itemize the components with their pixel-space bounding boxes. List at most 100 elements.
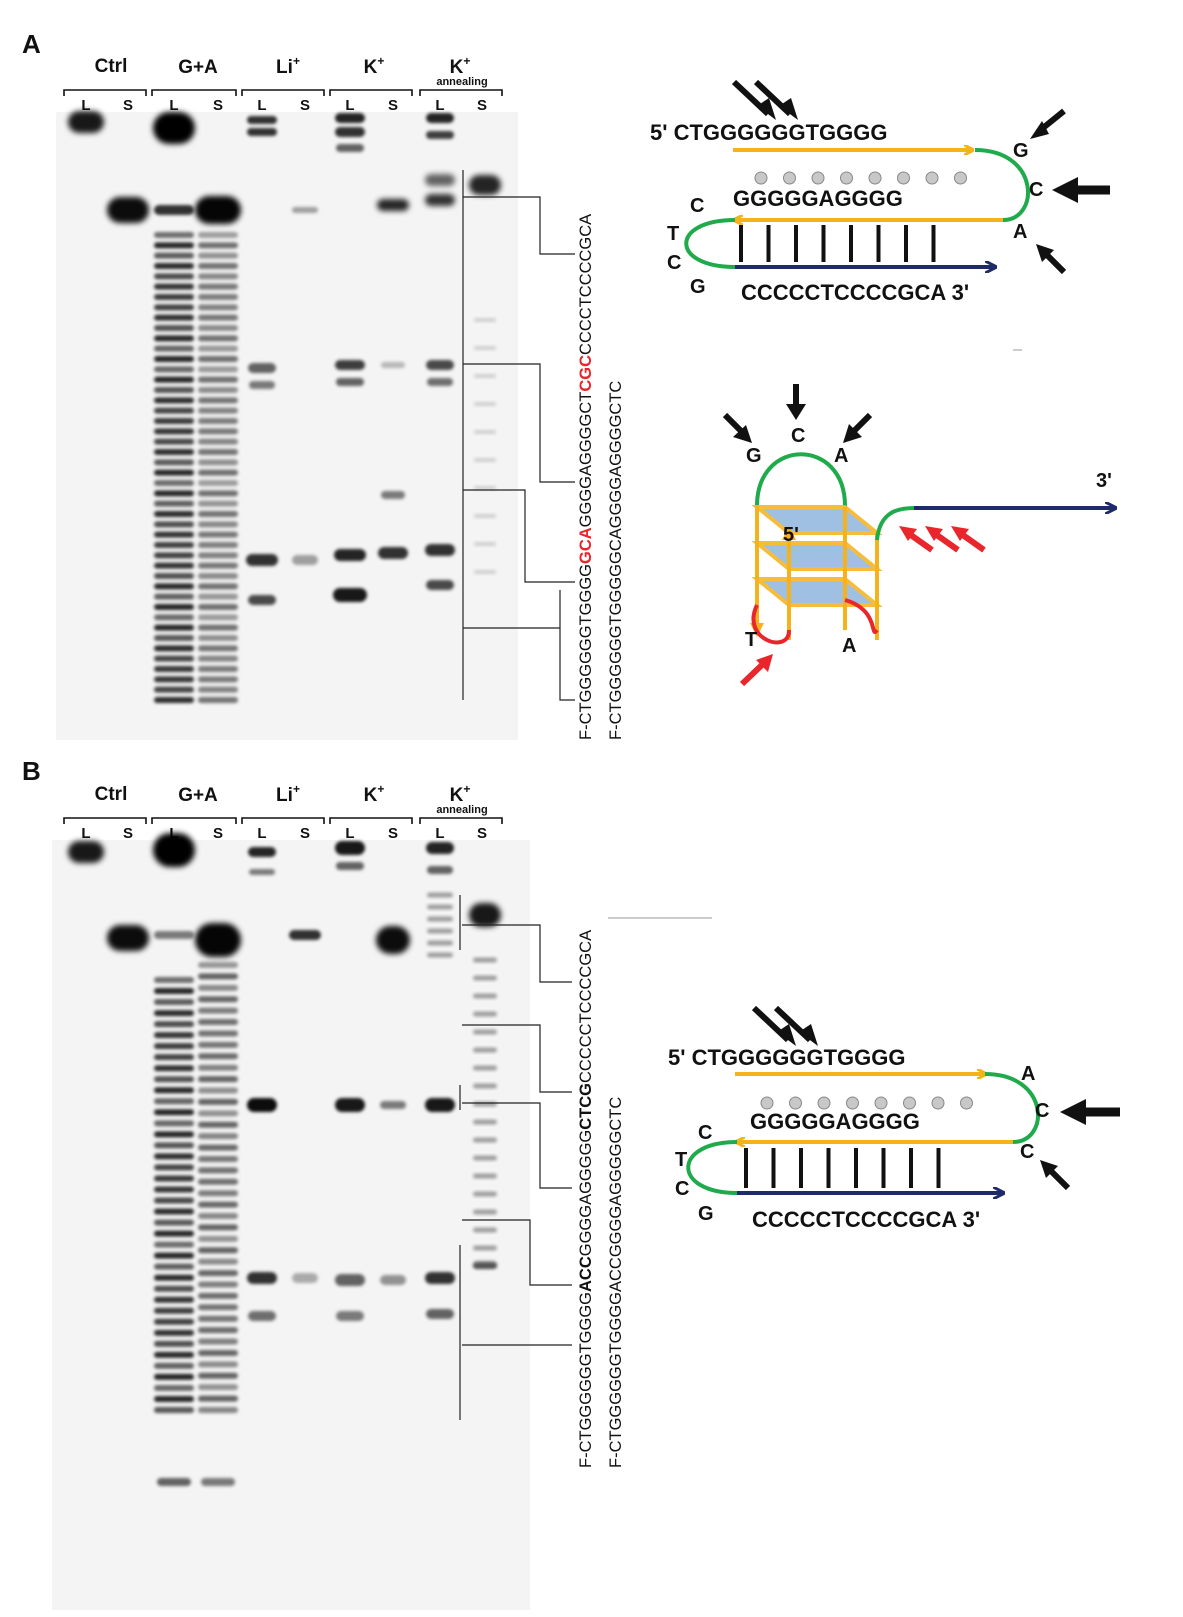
gel-band [154, 1175, 194, 1182]
gel-band [154, 205, 194, 215]
gel-band [335, 1274, 365, 1286]
gel-band [198, 645, 238, 652]
gel-band [154, 428, 194, 435]
gel-band [154, 697, 194, 703]
gel-band [154, 531, 194, 538]
gel-band [154, 1307, 194, 1314]
gel-band [334, 549, 366, 561]
gel-band [198, 996, 238, 1003]
gel-band [154, 1395, 194, 1402]
loop-base: C [698, 1122, 712, 1144]
left-loop [684, 218, 736, 269]
gel-band [198, 635, 238, 641]
gel-band [246, 554, 278, 566]
cleavage-arrow-icon [779, 98, 798, 120]
gel-band [198, 1190, 238, 1197]
gel-band [154, 645, 194, 652]
gel-band [198, 335, 238, 342]
lane-letter: L [257, 825, 266, 842]
gel-band [427, 916, 453, 922]
gel-band [154, 232, 194, 238]
red-arrow-icon [899, 526, 917, 541]
gel-band [336, 378, 364, 386]
gel-band [335, 841, 365, 855]
loop-base: G [1013, 140, 1029, 162]
group-label-k: K+ [364, 54, 385, 78]
gel-band [378, 547, 408, 559]
gel-band [198, 1144, 238, 1151]
gel-band [198, 593, 238, 600]
gel-band [474, 570, 496, 574]
loop-base: T [667, 223, 679, 245]
tetrad-plane [751, 505, 883, 535]
gel-band [154, 490, 194, 497]
gel-band [427, 866, 453, 874]
gel-band [154, 1208, 194, 1215]
cleavage-arrow-icon [786, 404, 806, 420]
gel-band [154, 624, 194, 631]
gel-band [474, 486, 496, 490]
gel-band [154, 1197, 194, 1204]
gel-band [426, 842, 454, 854]
gel-band [425, 544, 455, 556]
gel-band [198, 1201, 238, 1208]
gel-band [469, 903, 501, 927]
lane-letter: L [169, 97, 178, 114]
gel-band [154, 1263, 194, 1270]
gel-band [198, 500, 238, 507]
gel-band [198, 314, 238, 321]
gel-band [154, 304, 194, 311]
gel-band [198, 1121, 238, 1128]
gel-band [154, 1109, 194, 1116]
gel-band [154, 1329, 194, 1336]
gel-band [198, 655, 238, 662]
gel-band [336, 1311, 364, 1321]
gel-band [473, 1261, 497, 1269]
lane-letter: S [123, 97, 133, 114]
gel-band [292, 207, 318, 213]
cleavage-arrow-icon [757, 98, 776, 120]
hoogsteen-dots [760, 1096, 973, 1110]
gel-band [154, 686, 194, 693]
right-loop [984, 1072, 1040, 1144]
gel-band [154, 1076, 194, 1083]
gel-band [154, 387, 194, 393]
gel-band [247, 116, 277, 124]
gel-band [154, 1065, 194, 1072]
gel-band [474, 402, 496, 406]
loop-base: A [1021, 1063, 1035, 1085]
gel-band [154, 1043, 194, 1050]
gel-band [154, 252, 194, 259]
gel-band [154, 1131, 194, 1138]
gel-band [198, 469, 238, 476]
gel-band [198, 438, 238, 445]
gel-band [154, 1032, 194, 1039]
gel-band [381, 362, 405, 368]
gel-band [154, 676, 194, 683]
gel-band [154, 469, 194, 476]
lane-letter: S [300, 825, 310, 842]
cleavage-arrow-icon [843, 424, 862, 443]
gel-band [198, 480, 238, 486]
gel-band [198, 1155, 238, 1162]
gel-band [473, 957, 497, 963]
gel-band [377, 199, 409, 211]
gel-band [154, 552, 194, 559]
gel-band [154, 562, 194, 569]
gel-band [198, 1315, 238, 1322]
cleavage-arrow-icon [1030, 121, 1049, 139]
gel-band [248, 363, 276, 373]
loop-base: G [746, 445, 762, 467]
gel-band [154, 376, 194, 383]
lane-letter: L [81, 825, 90, 842]
gel-band [198, 583, 238, 590]
loop-base: C [1035, 1100, 1049, 1122]
gel-band [198, 1327, 238, 1334]
lane-letter: L [81, 97, 90, 114]
gel-band [154, 242, 194, 249]
gel-band [154, 1142, 194, 1149]
gel-band [198, 418, 238, 424]
gel-band [154, 1021, 194, 1028]
hoogsteen-dot [846, 1096, 859, 1110]
gel-band [427, 940, 453, 946]
